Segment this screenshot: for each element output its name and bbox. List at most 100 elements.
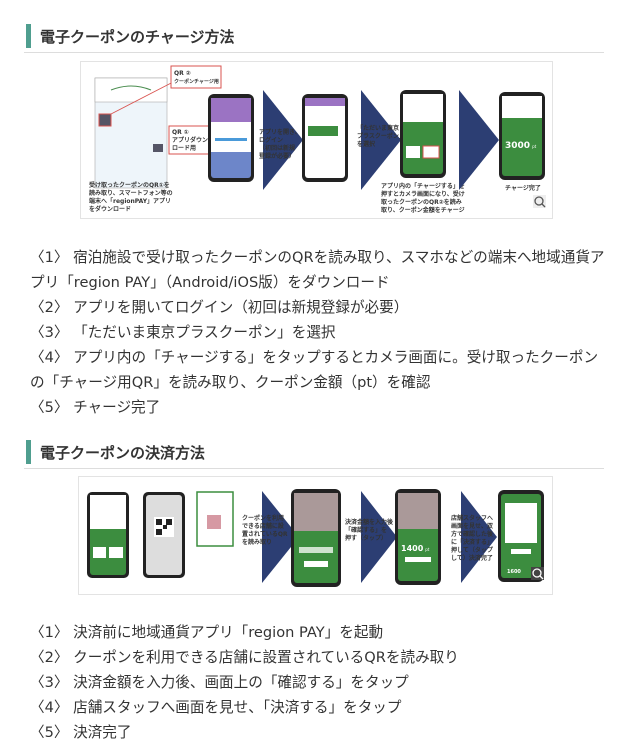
figure-caption: 「ただいま東京 — [357, 124, 399, 132]
figure-caption: ロード用 — [172, 145, 196, 152]
figure-caption: 画面を見せ、双 — [451, 522, 493, 530]
figure-shape — [398, 493, 438, 529]
figure-caption: クーポンを利用 — [242, 514, 284, 522]
figure-shape — [304, 561, 328, 567]
figure-shape — [422, 145, 440, 159]
payment-amount: 1400 — [401, 544, 424, 553]
figure-shape — [156, 529, 162, 535]
phone-qr-scan-illustration — [143, 492, 185, 578]
figure-caption: を選択 — [357, 140, 376, 148]
step-item: 〈1〉 宿泊施設で受け取ったクーポンのQRを読み取り、スマホなどの端末へ地域通貨… — [30, 249, 605, 291]
figure-caption: ログイン — [259, 136, 283, 144]
phone-payment-complete-illustration: 1600 — [498, 490, 544, 582]
figure-caption: 受け取ったクーポンのQR①を — [89, 181, 170, 189]
figure-caption: 押して（タップ — [451, 546, 494, 554]
coupon-paper-illustration: QR ② クーポンチャージ用 QR ① アプリダウン ロード用 受け取ったクーポ… — [89, 65, 222, 213]
figure-shape — [110, 85, 152, 91]
section-title: 電子クーポンのチャージ方法 — [40, 28, 235, 46]
figure-caption: 押す（タップ） — [345, 534, 387, 542]
figure-caption: 置されているQR — [242, 530, 288, 538]
figure-shape — [90, 495, 126, 529]
arrow-step-4 — [459, 90, 499, 190]
figure-shape — [405, 557, 431, 562]
figure-shape — [215, 138, 247, 141]
figure-caption: クーポンチャージ用 — [174, 78, 219, 85]
figure-shape — [305, 98, 345, 178]
qr1-code — [153, 144, 163, 152]
store-qr-stand-illustration — [196, 491, 234, 547]
figure-shape — [93, 547, 106, 558]
arrow-step-3 — [361, 491, 397, 583]
heading-accent-bar — [26, 24, 31, 48]
figure-caption: プラスクーポン」 — [357, 132, 405, 140]
figure-shape — [511, 549, 531, 554]
figure-shape — [532, 568, 542, 578]
payment-unit: pt — [425, 547, 430, 552]
figure-shape — [299, 547, 333, 553]
charge-steps-list: 〈1〉 宿泊施設で受け取ったクーポンのQRを読み取り、スマホなどの端末へ地域通貨… — [30, 245, 605, 420]
step-item: 〈2〉 アプリを開いてログイン（初回は新規登録が必要） — [30, 299, 409, 316]
step-item: 〈2〉 クーポンを利用できる店舗に設置されているQRを読み取り — [30, 649, 459, 666]
section-heading-payment: 電子クーポンの決済方法 — [24, 434, 604, 469]
figure-shape — [156, 519, 162, 525]
section-title: 電子クーポンの決済方法 — [40, 444, 206, 462]
figure-caption: 読み取り、スマートフォン等の — [89, 189, 173, 197]
phone-login-illustration — [208, 94, 254, 182]
figure-shape — [94, 77, 168, 103]
figure-shape — [98, 113, 112, 127]
figure-shape — [211, 98, 251, 122]
figure-shape — [207, 515, 221, 529]
phone-app-launch-illustration — [87, 492, 129, 578]
figure-shape — [163, 525, 167, 529]
step-item: 〈3〉 「ただいま東京プラスクーポン」を選択 — [30, 324, 336, 341]
figure-shape — [110, 79, 178, 115]
figure-shape — [168, 125, 210, 155]
figure-caption: アプリダウン — [172, 136, 208, 144]
figure-caption: 決済金額を入力後 — [345, 518, 394, 526]
figure-shape — [166, 519, 172, 525]
payment-steps-image[interactable]: クーポンを利用 できる店舗に設 置されているQR を読み取り 決済金額を入力後 … — [79, 477, 552, 594]
figure-shape — [294, 493, 338, 531]
charge-steps-image[interactable]: QR ② クーポンチャージ用 QR ① アプリダウン ロード用 受け取ったクーポ… — [81, 62, 552, 218]
arrow-step-2 — [262, 491, 299, 583]
figure-caption: チャージ完了 — [505, 184, 541, 192]
figure-shape — [534, 196, 544, 206]
figure-caption: 登録が必要） — [258, 152, 295, 160]
figure-caption: できる店舗に設 — [242, 522, 285, 530]
charge-unit: pt — [532, 144, 537, 149]
figure-shape — [308, 126, 338, 136]
figure-shape — [403, 94, 443, 122]
payment-steps-list: 〈1〉 決済前に地域通貨アプリ「region PAY」を起動 〈2〉 クーポンを… — [30, 620, 605, 745]
heading-accent-bar — [26, 440, 31, 464]
figure-shape — [502, 96, 542, 118]
figure-caption: QR ② — [174, 70, 191, 77]
figure-caption: アプリ内の「チャージする」を — [381, 182, 465, 190]
arrow-step-2 — [263, 90, 303, 190]
figure-shape — [170, 65, 222, 89]
figure-caption: を読み取り — [242, 538, 272, 546]
figure-caption: 取り、クーポン金額をチャージ — [381, 206, 465, 214]
step-item: 〈5〉 決済完了 — [30, 724, 132, 741]
step-item: 〈5〉 チャージ完了 — [30, 399, 161, 416]
figure-caption: （初回は新規 — [259, 144, 295, 152]
figure-caption: QR ① — [172, 129, 189, 136]
figure-caption: 店舗スタッフへ — [451, 514, 493, 522]
figure-caption: 1600 — [507, 569, 521, 575]
section-heading-charge: 電子クーポンのチャージ方法 — [24, 18, 604, 53]
qr2-code — [99, 114, 111, 126]
figure-shape — [406, 146, 420, 158]
figure-caption: アプリを開き、 — [259, 128, 301, 136]
step-item: 〈3〉 決済金額を入力後、画面上の「確認する」をタップ — [30, 674, 409, 691]
zoom-icon — [533, 195, 546, 208]
arrow-step-3 — [361, 90, 401, 190]
step-item: 〈1〉 決済前に地域通貨アプリ「region PAY」を起動 — [30, 624, 384, 641]
figure-shape — [541, 203, 546, 208]
arrow-step-4 — [461, 491, 497, 583]
figure-caption: して）決済完了 — [451, 554, 493, 562]
figure-caption: 端末へ「regionPAY」アプリ — [89, 197, 171, 205]
figure-caption: をダウンロード — [89, 205, 131, 213]
